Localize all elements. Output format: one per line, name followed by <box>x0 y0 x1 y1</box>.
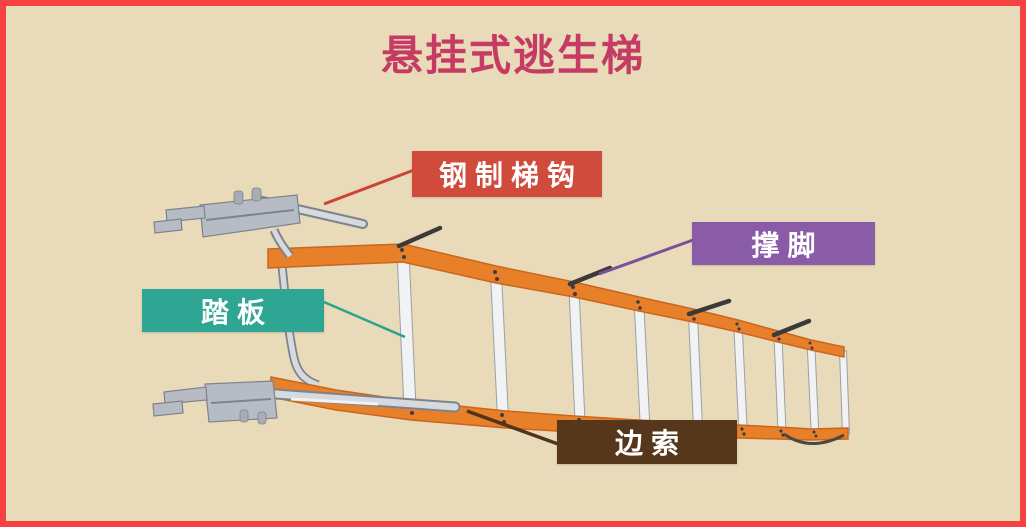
support-feet <box>396 225 812 338</box>
page-title: 悬挂式逃生梯 <box>380 31 645 80</box>
leader-lines <box>323 168 694 446</box>
label-steel-hook: 钢制梯钩 <box>412 151 602 197</box>
label-tread-text: 踏板 <box>200 295 273 329</box>
leader-side-rope <box>466 409 559 446</box>
escape-ladder-illustration <box>152 168 851 446</box>
label-tread: 踏板 <box>142 289 324 332</box>
bottom-support-foot <box>783 432 845 445</box>
top-side-strap <box>267 243 845 358</box>
leader-tread <box>323 300 406 339</box>
leader-steel-hook <box>323 168 415 206</box>
lower-steel-hook <box>152 380 461 425</box>
upper-steel-hook <box>153 187 368 259</box>
label-steel-hook-text: 钢制梯钩 <box>438 159 583 192</box>
label-support-foot-text: 撑脚 <box>751 228 824 262</box>
leader-support-foot <box>598 238 694 276</box>
label-side-rope-text: 边索 <box>614 427 687 460</box>
label-side-rope: 边索 <box>557 420 737 464</box>
label-support-foot: 撑脚 <box>692 222 875 265</box>
